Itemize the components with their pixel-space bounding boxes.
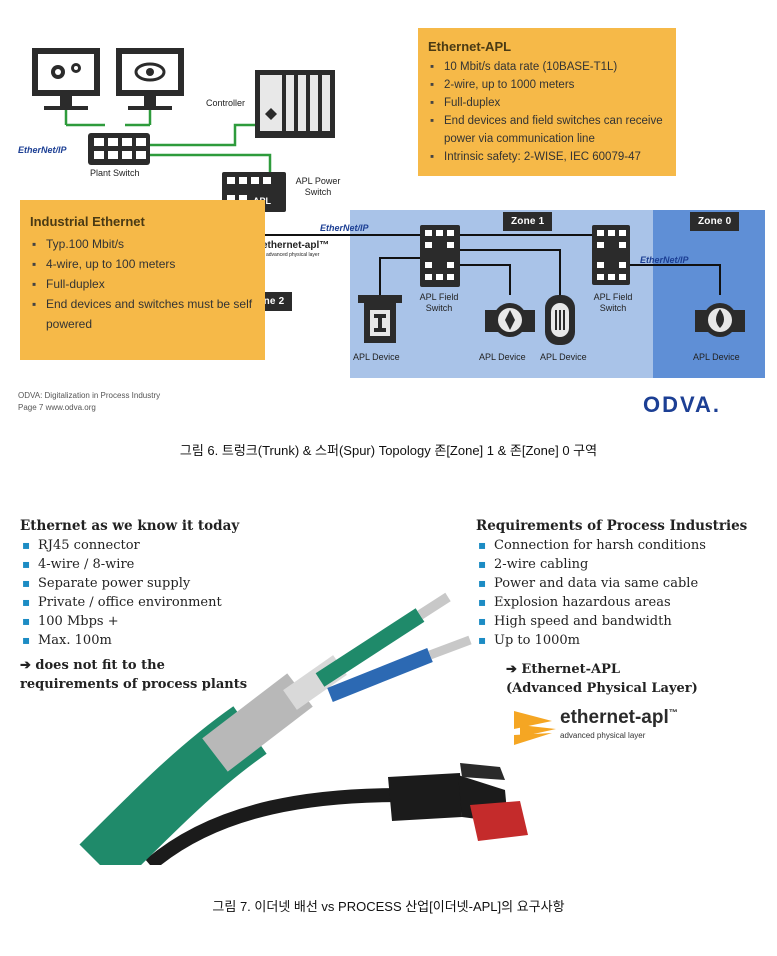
apl-field-switch-1-label: APL Field Switch — [419, 292, 459, 313]
ethernet-ip-label-3: EtherNet/IP — [640, 255, 689, 265]
logo-text: ethernet-apl — [560, 707, 669, 728]
logo-subtitle: advanced physical layer — [560, 731, 646, 740]
controller-label: Controller — [206, 98, 246, 108]
ethernet-apl-callout: Ethernet-APL 10 Mbit/s data rate (10BASE… — [418, 28, 676, 176]
figure6-caption: 그림 6. 트렁크(Trunk) & 스퍼(Spur) Topology 존[Z… — [179, 443, 598, 458]
list-item: 2-wire cabling — [478, 555, 747, 574]
list-item: 4-wire / 8-wire — [22, 555, 250, 574]
controller-icon — [255, 70, 335, 138]
list-item: Explosion hazardous areas — [478, 593, 747, 612]
callout-item: End devices and field switches can recei… — [430, 112, 668, 148]
callout-list: 10 Mbit/s data rate (10BASE-T1L) 2-wire,… — [428, 58, 668, 166]
list-item: Connection for harsh conditions — [478, 536, 747, 555]
process-requirements-list: Requirements of Process Industries Conne… — [476, 517, 747, 698]
apl-device-label: APL Device — [353, 352, 400, 362]
apl-logo-small-text: ethernet-apl™ — [262, 240, 330, 251]
cable-illustration — [79, 592, 528, 865]
callout-item: 10 Mbit/s data rate (10BASE-T1L) — [430, 58, 668, 76]
zone0-label: Zone 0 — [690, 212, 740, 231]
footer-line: ODVA: Digitalization in Process Industry — [18, 391, 161, 400]
odva-logo: ODVA. — [643, 392, 722, 417]
callout-item: Full-duplex — [32, 274, 257, 294]
callout-title: Industrial Ethernet — [30, 214, 145, 229]
list-item: Up to 1000m — [478, 631, 747, 650]
apl-arrows-icon — [514, 711, 556, 745]
rj45-connector — [388, 773, 462, 821]
zone0-area — [653, 210, 765, 378]
list: Connection for harsh conditions 2-wire c… — [476, 536, 747, 650]
list-item: Separate power supply — [22, 574, 250, 593]
footer-line: Page 7 www.odva.org — [18, 403, 96, 412]
apl-logo-small-sub: advanced physical layer — [266, 252, 320, 258]
apl-device-label: APL Device — [693, 352, 740, 362]
callout-item: 2-wire, up to 1000 meters — [430, 76, 668, 94]
list-item: Power and data via same cable — [478, 574, 747, 593]
callout-item: 4-wire, up to 100 meters — [32, 254, 257, 274]
sensor-device-icon — [545, 295, 575, 345]
monitor-settings-icon — [32, 48, 100, 110]
ethernet-ip-label: EtherNet/IP — [18, 145, 67, 155]
list-item: RJ45 connector — [22, 536, 250, 555]
topology-diagram — [32, 48, 765, 378]
industrial-ethernet-callout: Industrial Ethernet Typ.100 Mbit/s 4-wir… — [20, 200, 265, 360]
advanced-physical-layer-note: (Advanced Physical Layer) — [506, 681, 698, 696]
source-footer: ODVA: Digitalization in Process Industry… — [18, 390, 160, 414]
list: RJ45 connector 4-wire / 8-wire Separate … — [20, 536, 250, 650]
plant-switch-icon — [88, 133, 150, 165]
drop-device-icon — [695, 303, 745, 337]
ethernet-ip-label-2: EtherNet/IP — [320, 223, 369, 233]
list-title: Requirements of Process Industries — [476, 518, 748, 534]
apl-device-label: APL Device — [540, 352, 587, 362]
callout-item: Full-duplex — [430, 94, 668, 112]
cable-comparison-figure: Ethernet as we know it today RJ45 connec… — [0, 505, 777, 865]
monitor-eye-icon — [116, 48, 184, 110]
callout-item: Intrinsic safety: 2-WISE, IEC 60079-47 — [430, 148, 668, 166]
does-not-fit-note: ➔ does not fit to the requirements of pr… — [20, 658, 248, 692]
zone1-label: Zone 1 — [503, 212, 553, 231]
ethernet-apl-note: ➔ Ethernet-APL — [506, 662, 621, 677]
apl-power-switch-label: APL Power Switch — [295, 176, 341, 197]
topology-figure: Controller Plant Switch APL Power Switch… — [0, 0, 777, 430]
list-title: Ethernet as we know it today — [20, 518, 240, 534]
apl-device-label: APL Device — [479, 352, 526, 362]
list-item: Max. 100m — [22, 631, 250, 650]
apl-field-switch-2-icon — [592, 225, 630, 285]
cable-shield — [202, 673, 313, 772]
list-item: High speed and bandwidth — [478, 612, 747, 631]
apl-field-switch-1-icon — [420, 225, 460, 287]
callout-title: Ethernet-APL — [428, 39, 512, 54]
valve-device-icon — [358, 295, 402, 343]
list-item: 100 Mbps + — [22, 612, 250, 631]
ethernet-today-list: Ethernet as we know it today RJ45 connec… — [20, 517, 250, 694]
apl-field-switch-2-label: APL Field Switch — [593, 292, 633, 313]
figure7-caption: 그림 7. 이더넷 배선 vs PROCESS 산업[이더넷-APL]의 요구사… — [212, 899, 565, 914]
logo-trademark: ™ — [668, 707, 678, 718]
ethernet-links — [64, 110, 272, 175]
callout-item: End devices and switches must be self po… — [32, 294, 257, 334]
callout-item: Typ.100 Mbit/s — [32, 234, 257, 254]
list-item: Private / office environment — [22, 593, 250, 612]
callout-list: Typ.100 Mbit/s 4-wire, up to 100 meters … — [30, 234, 257, 334]
flowmeter-device-icon — [485, 303, 535, 337]
plant-switch-label: Plant Switch — [90, 168, 140, 178]
